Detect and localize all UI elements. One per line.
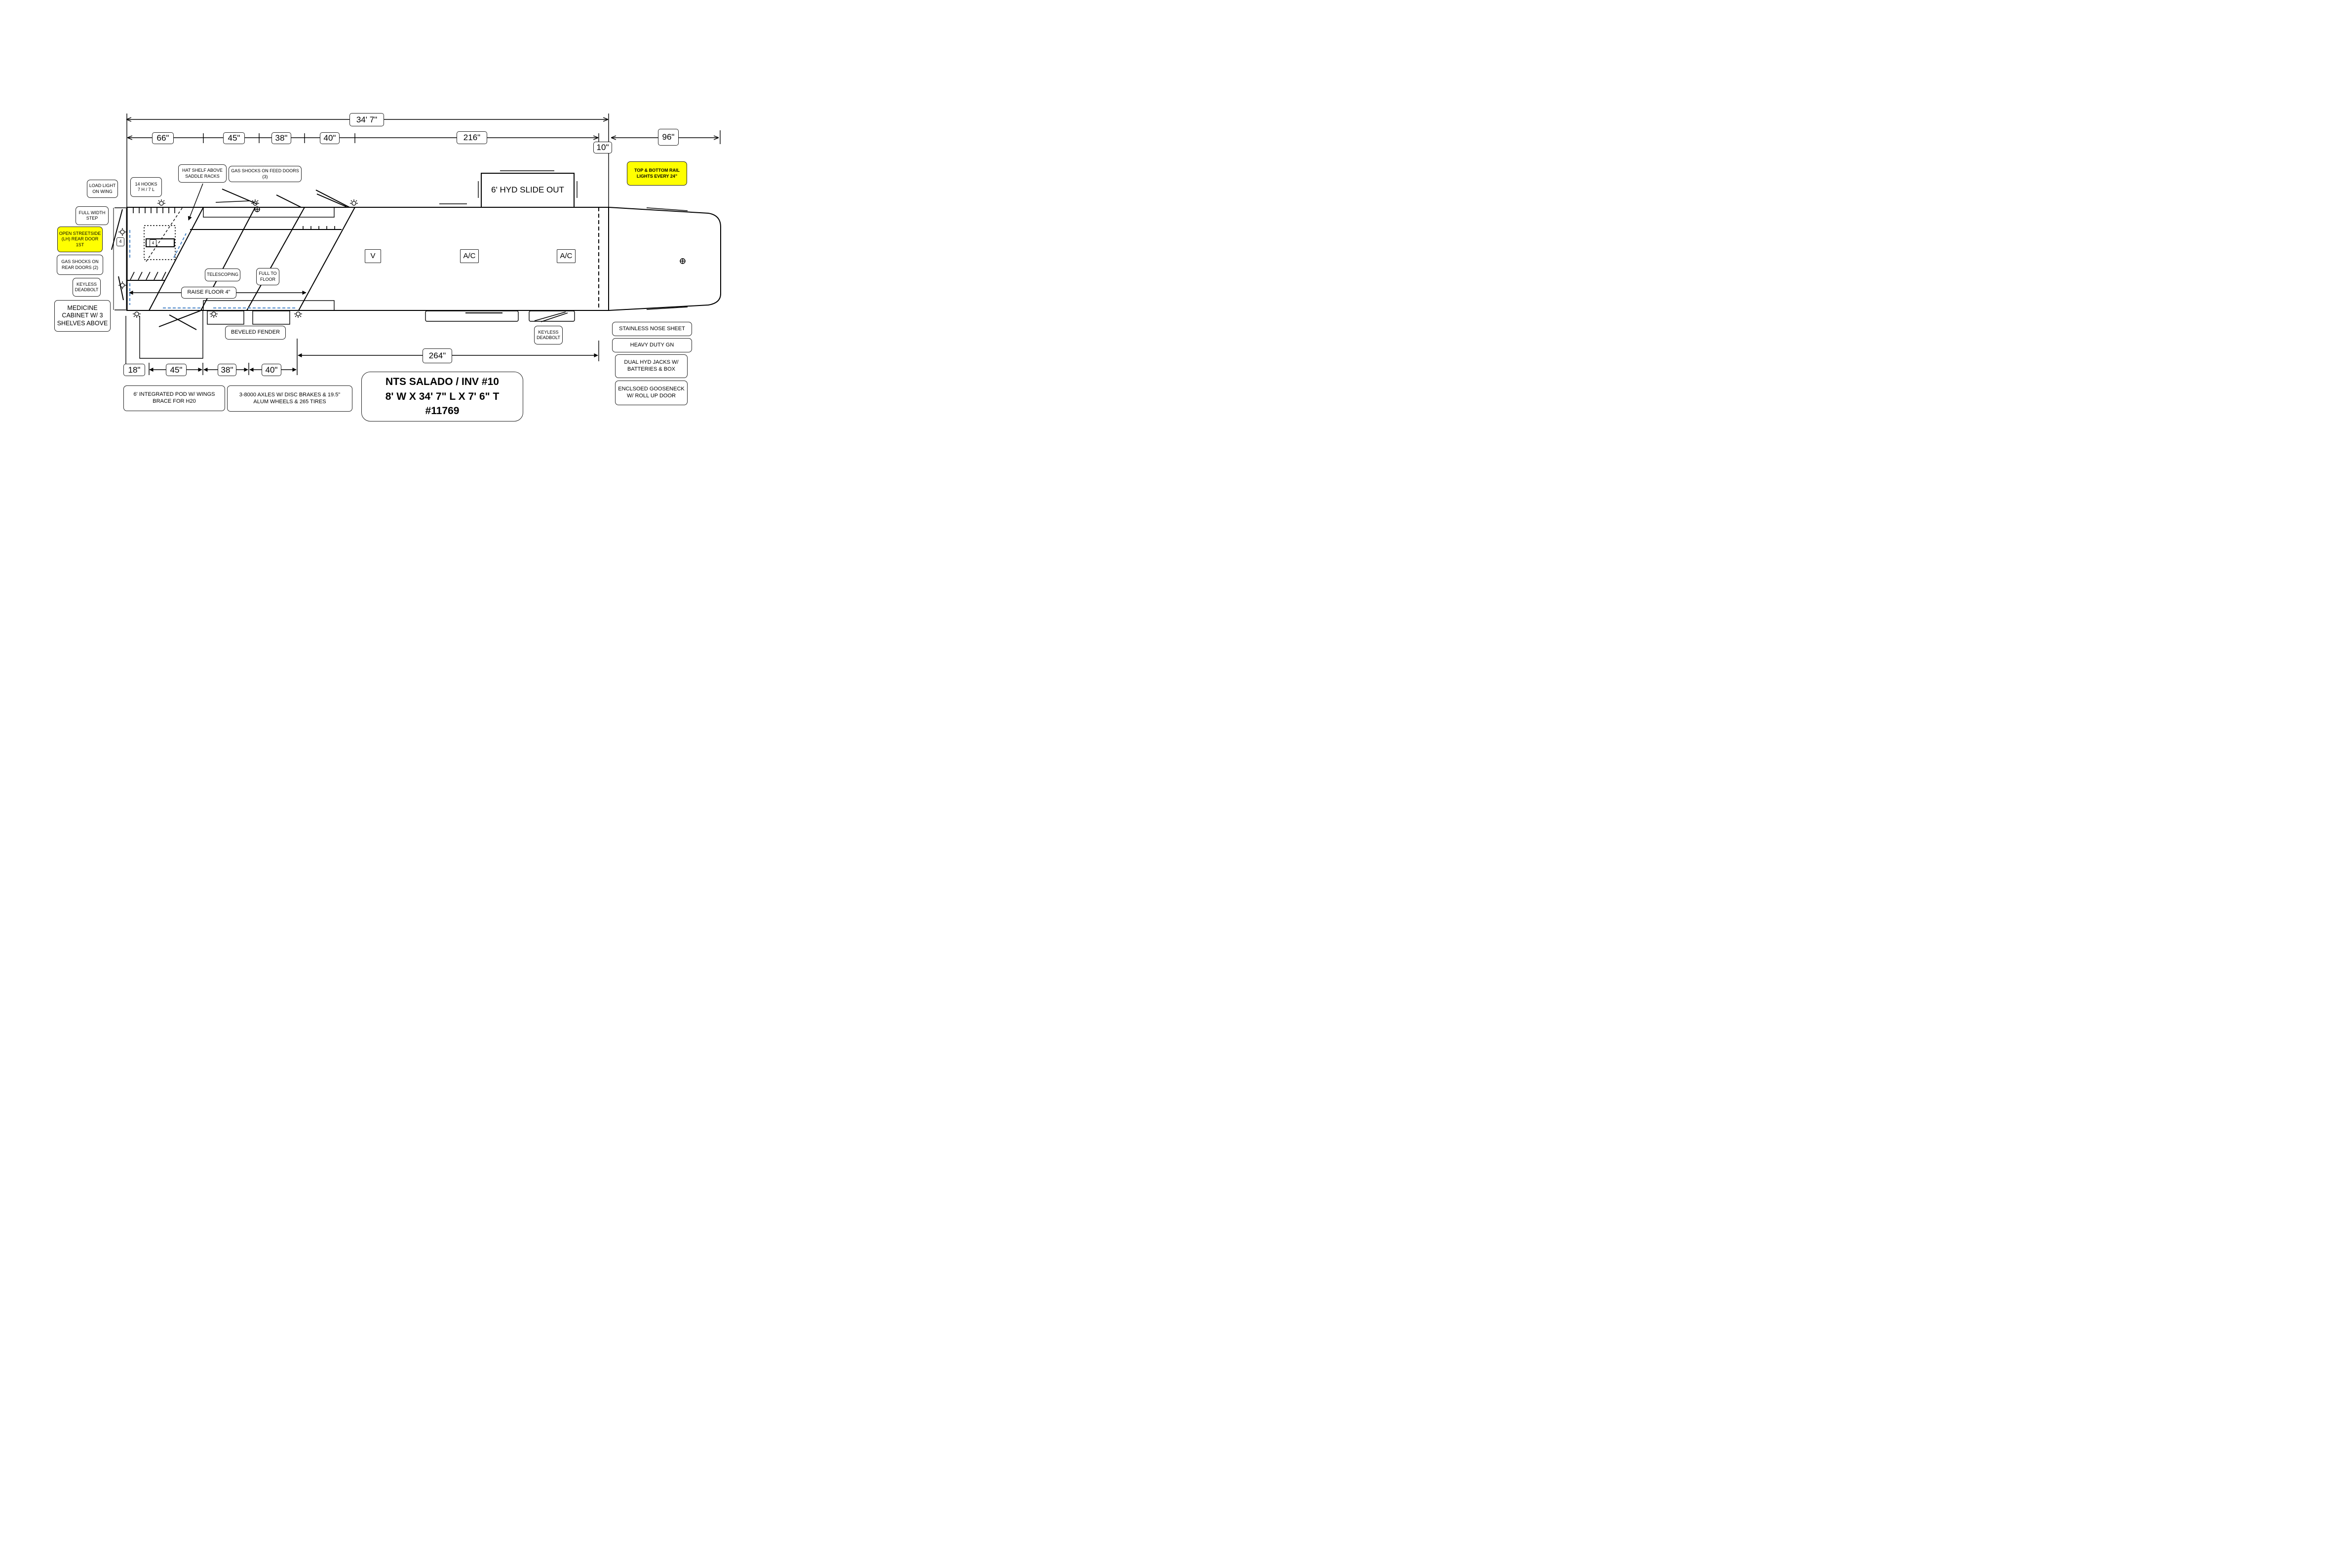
label-gas-shocks-feed: GAS SHOCKS ON FEED DOORS (3): [229, 166, 302, 182]
dim-264: 264": [423, 348, 452, 363]
dim-66: 66": [152, 132, 174, 144]
label-keyless-deadbolt-rear: KEYLESS DEADBOLT: [73, 278, 101, 297]
label-beveled-fender: BEVELED FENDER: [225, 326, 286, 340]
fender-2: [252, 310, 290, 325]
overall-length-label: 34' 7": [349, 113, 384, 126]
dim-96: 96": [658, 129, 679, 146]
label-ac-1: A/C: [460, 249, 479, 263]
label-full-to-floor: FULL TO FLOOR: [256, 268, 279, 285]
label-integrated-pod: 6' INTEGRATED POD W/ WINGS BRACE FOR H20: [123, 385, 225, 411]
label-axles: 3-8000 AXLES W/ DISC BRAKES & 19.5" ALUM…: [227, 385, 352, 412]
label-hooks: 14 HOOKS 7 H / 7 L: [130, 177, 162, 197]
side-door-1: [425, 310, 519, 322]
dim-45-top: 45": [223, 132, 245, 144]
trailer-floorplan-drawing: [111, 114, 721, 375]
dim-40-top: 40": [320, 132, 340, 144]
label-hat-shelf: HAT SHELF ABOVE SADDLE RACKS: [178, 164, 227, 183]
label-full-width-step: FULL WIDTH STEP: [76, 206, 109, 225]
slide-out: [481, 173, 575, 208]
title-line-1: NTS SALADO / INV #10: [385, 376, 499, 388]
title-block: NTS SALADO / INV #10 8' W X 34' 7" L X 7…: [361, 372, 523, 421]
label-open-streetside: OPEN STREETSIDE (LH) REAR DOOR 1ST: [57, 227, 103, 252]
label-ac-2: A/C: [557, 249, 576, 263]
label-load-light: LOAD LIGHT ON WING: [87, 180, 118, 198]
label-telescoping: TELESCOPING: [205, 268, 240, 281]
title-line-2: 8' W X 34' 7" L X 7' 6" T: [385, 390, 500, 402]
label-gas-shocks-rear: GAS SHOCKS ON REAR DOORS (2): [57, 255, 103, 275]
dim-40-bottom: 40": [262, 364, 281, 376]
marker-4-cabinet: 4: [150, 239, 156, 247]
label-heavy-duty-gn: HEAVY DUTY GN: [612, 338, 692, 352]
dim-10: 10": [593, 142, 612, 153]
dim-18: 18": [123, 364, 145, 376]
dim-38-bottom: 38": [218, 364, 236, 376]
side-door-2: [529, 310, 575, 322]
label-dual-hyd-jacks: DUAL HYD JACKS W/ BATTERIES & BOX: [615, 354, 688, 378]
dim-216: 216": [457, 131, 487, 144]
dim-38-top: 38": [271, 132, 291, 144]
label-vent: V: [365, 249, 381, 263]
label-rail-lights: TOP & BOTTOM RAIL LIGHTS EVERY 24": [627, 161, 687, 186]
label-stainless-nose: STAINLESS NOSE SHEET: [612, 322, 692, 336]
label-medicine-cabinet: MEDICINE CABINET W/ 3 SHELVES ABOVE: [54, 300, 111, 332]
gooseneck-nose: [608, 207, 721, 311]
light-icons: [118, 199, 358, 318]
dim-45-bottom: 45": [166, 364, 187, 376]
label-keyless-deadbolt-side: KEYLESS DEADBOLT: [534, 326, 563, 344]
title-line-3: #11769: [425, 405, 460, 417]
fender-1: [207, 310, 244, 325]
label-slide-out: 6' HYD SLIDE OUT: [491, 185, 564, 194]
marker-4-door: 4: [116, 237, 124, 246]
label-enclosed-gooseneck: ENCLSOED GOOSENECK W/ ROLL UP DOOR: [615, 381, 688, 405]
label-raise-floor: RAISE FLOOR 4": [181, 287, 236, 299]
